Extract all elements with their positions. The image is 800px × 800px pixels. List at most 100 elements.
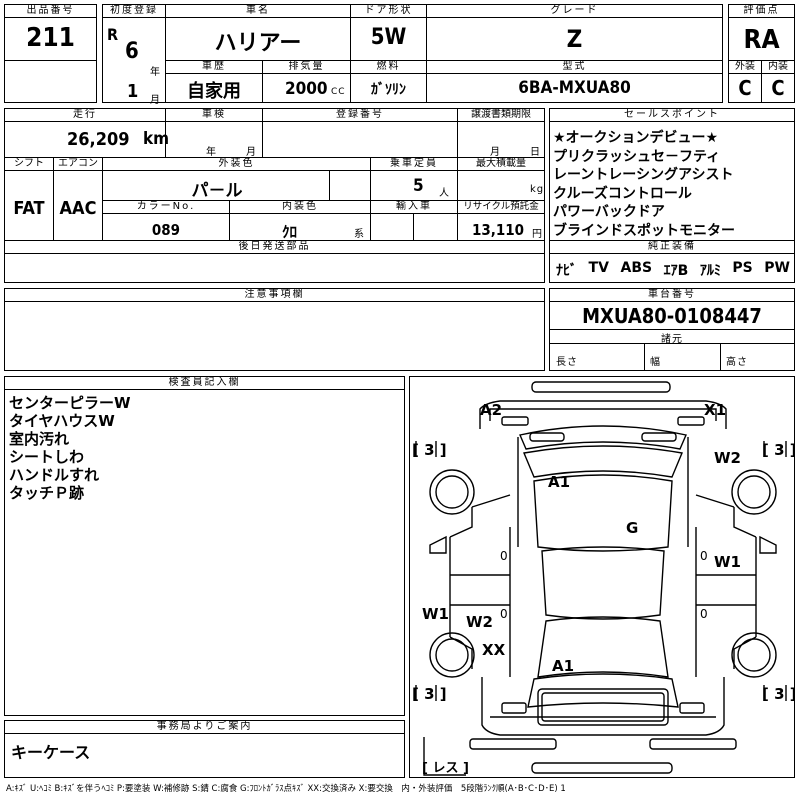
grade-cell: グレード Z <box>426 4 723 61</box>
registration-month: 1 <box>127 81 139 102</box>
tire-tread-rl: [ 3 ] <box>412 685 447 703</box>
tire-tread-fr-value: 3 <box>774 441 785 459</box>
damage-mark-w2-rear: W2 <box>466 613 493 631</box>
exterior-color-cell: 外装色 パ－ル <box>102 157 371 201</box>
lot-blank-cell <box>4 60 97 103</box>
interior-color-value: ｸﾛ <box>282 223 298 241</box>
spare-tire: [ レス ] <box>422 761 469 776</box>
inspector-note: タッチＰ跡 <box>9 484 85 502</box>
interior-color-label: 内装色 <box>230 201 370 214</box>
grade-value: Z <box>566 25 583 53</box>
sales-point-item: ★オークションデビュー★ <box>553 130 719 146</box>
damage-mark-x1: X1 <box>704 401 727 419</box>
tire-tread-fr: [ 3 ] <box>762 441 794 459</box>
damage-mark-w1-left: W1 <box>422 605 449 623</box>
damage-mark-a1-front: A1 <box>548 473 571 491</box>
zero-mark-left-front: 0 <box>500 549 508 563</box>
aircon-label: エアコン <box>54 158 102 171</box>
caution-notes-label: 注意事項欄 <box>5 289 544 302</box>
door-type-cell: ドア形状 5W <box>350 4 427 61</box>
damage-mark-a1-rear: A1 <box>552 657 575 675</box>
transfer-deadline-cell: 譲渡書類期限 月 日 <box>457 108 545 158</box>
office-value: キーケース <box>11 743 91 762</box>
inspector-note: タイヤハウスW <box>9 412 115 430</box>
transfer-day-unit: 日 <box>530 147 541 158</box>
model-cell: 型式 6BA-MXUA80 <box>426 60 723 103</box>
history-cell: 車歴 自家用 <box>165 60 263 103</box>
legend: A:ｷｽﾞ U:ﾍｺﾐ B:ｷｽﾞを伴うﾍｺﾐ P:要塗装 W:補修跡 S:錆 … <box>6 784 566 794</box>
color-number-cell: カラーNo. 089 <box>102 200 230 241</box>
max-load-label: 最大積載量 <box>458 158 544 171</box>
sales-point-item: ブラインドスポットモニター <box>553 222 735 239</box>
car-diagram <box>415 381 787 776</box>
tire-tread-rl-value: 3 <box>424 685 435 703</box>
interior-color-cell: 内装色 ｸﾛ 系 <box>229 200 371 241</box>
equipment-label: 純正装備 <box>550 241 794 254</box>
equipment-item: TV <box>588 260 609 276</box>
max-load-unit: kg <box>530 184 545 195</box>
office-box: 事務局よりご案内 キーケース <box>4 720 405 778</box>
equipment-cell: 純正装備 ﾅﾋﾞ TV ABS ｴｱB ｱﾙﾐ PS PW <box>549 240 795 283</box>
fuel-cell: 燃料 ｶﾞｿﾘﾝ <box>350 60 427 103</box>
mileage-value: 26,209 <box>67 129 130 150</box>
max-load-cell: 最大積載量 kg <box>457 157 545 201</box>
spec-label: 諸元 <box>661 334 683 345</box>
spare-tire-value: レス <box>432 761 459 776</box>
door-type-label: ドア形状 <box>351 5 426 18</box>
tire-tread-rr-value: 3 <box>774 685 785 703</box>
exterior-color-value: パ－ル <box>191 181 243 201</box>
inspector-label: 検査員記入欄 <box>5 377 404 390</box>
interior-label: 内装 <box>762 61 794 74</box>
equipment-item: ﾅﾋﾞ <box>556 263 577 279</box>
exterior-color-divider <box>329 170 330 200</box>
damage-mark-a2: A2 <box>480 401 503 419</box>
capacity-label: 乗車定員 <box>371 158 457 171</box>
sales-points-label: セールスポイント <box>550 109 794 122</box>
shift-cell: シフト FAT <box>4 157 54 241</box>
shift-label: シフト <box>5 158 53 171</box>
inspection-cell: 車検 年 月 <box>165 108 263 158</box>
recycle-value: 13,110 <box>472 221 525 239</box>
width-label: 幅 <box>650 357 661 368</box>
capacity-value: 5 <box>413 176 424 196</box>
damage-mark-w2-front: W2 <box>714 449 741 467</box>
shift-value: FAT <box>13 198 45 219</box>
chassis-box: 車台番号 MXUA80-0108447 諸元 長さ 幅 高さ <box>549 288 795 371</box>
zero-mark-right-front: 0 <box>700 549 708 563</box>
zero-mark-right-rear: 0 <box>700 607 708 621</box>
zero-mark-left-rear: 0 <box>500 607 508 621</box>
registration-era: R <box>107 25 119 44</box>
sales-point-item: クルーズコントロール <box>553 185 692 202</box>
inspector-box: 検査員記入欄 センターピラーW タイヤハウスW 室内汚れ シートしわ ハンドルす… <box>4 376 405 716</box>
interior-color-unit: 系 <box>354 229 365 240</box>
displacement-cell: 排気量 2000 CC <box>262 60 351 103</box>
inspector-note: シートしわ <box>9 448 85 466</box>
recycle-label: リサイクル預託金 <box>458 201 544 214</box>
later-parts-cell: 後日発送部品 <box>4 240 545 283</box>
spec-divider-1 <box>644 343 645 370</box>
transfer-month-unit: 月 <box>490 147 501 158</box>
damage-mark-xx: XX <box>482 641 506 659</box>
spec-divider-2 <box>720 343 721 370</box>
fuel-value: ｶﾞｿﾘﾝ <box>371 82 406 98</box>
lot-number-label: 出品番号 <box>5 5 96 18</box>
year-unit: 年 <box>150 67 161 78</box>
fuel-label: 燃料 <box>351 61 426 74</box>
equipment-item: PW <box>764 260 790 276</box>
displacement-value: 2000 <box>285 79 328 99</box>
exterior-label: 外装 <box>729 61 761 74</box>
sales-point-item: プリクラッシュセ－フティ <box>553 148 721 165</box>
month-unit: 月 <box>150 95 161 106</box>
damage-mark-g: G <box>626 519 639 537</box>
lot-number-value: 211 <box>26 23 75 53</box>
equipment-list: ﾅﾋﾞ TV ABS ｴｱB ｱﾙﾐ PS PW <box>556 260 790 280</box>
score-label: 評価点 <box>729 5 794 18</box>
car-name-label: 車名 <box>166 5 350 18</box>
tire-tread-fl: [ 3 ] <box>412 441 447 459</box>
sales-point-item: レーントレーシングアシスト <box>553 167 734 183</box>
sales-points-list: ★オークションデビュー★ プリクラッシュセ－フティ レーントレーシングアシスト … <box>553 129 735 240</box>
inspector-note: ハンドルすれ <box>9 466 100 484</box>
interior-value: C <box>771 76 785 100</box>
import-cell: 輸入車 <box>370 200 458 241</box>
capacity-cell: 乗車定員 5 人 <box>370 157 458 201</box>
